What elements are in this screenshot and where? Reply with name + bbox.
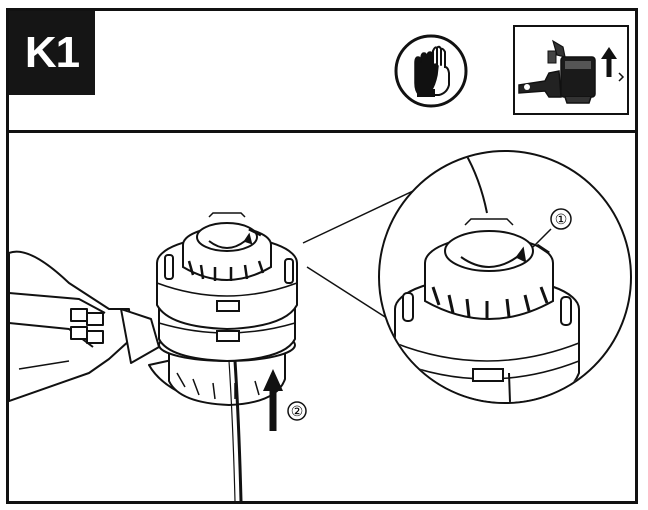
spool-head <box>156 212 298 407</box>
panel-header: K1 <box>9 11 635 133</box>
zoom-detail: ① <box>378 150 632 404</box>
trimmer-line <box>233 360 243 502</box>
instruction-panel: K1 <box>6 8 638 504</box>
callout-1: ① <box>555 211 568 227</box>
remove-battery-icon <box>513 25 629 115</box>
step-badge: K1 <box>9 11 95 95</box>
trimmer-head-illustration: ② <box>8 133 635 502</box>
callout-2: ② <box>291 403 304 419</box>
gloves-icon <box>393 33 469 109</box>
push-up-arrow-icon <box>263 369 283 431</box>
